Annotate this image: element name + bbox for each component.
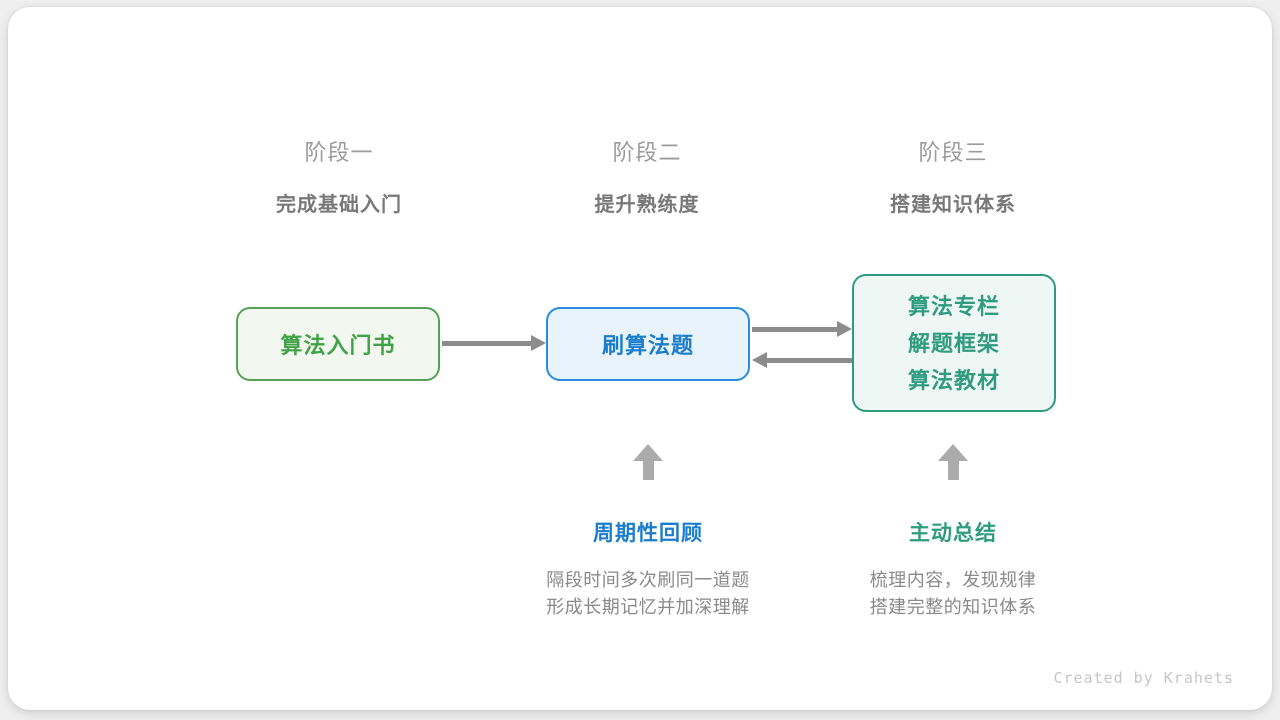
stage-2-subtitle: 提升熟练度 [594, 194, 700, 216]
annotation-summary-line-2: 搭建完整的知识体系 [869, 597, 1037, 617]
node-resource-line-3: 算法教材 [907, 367, 1000, 393]
node-resource-line-1: 算法专栏 [907, 293, 1000, 319]
annotation-summary-line-1: 梳理内容，发现规律 [869, 570, 1037, 590]
arrow-right-head-icon [531, 335, 546, 351]
annotation-summary-title: 主动总结 [909, 522, 997, 545]
arrow-shaft [752, 326, 838, 332]
stage-2-label: 阶段二 [612, 140, 682, 165]
node-knowledge-resources: 算法专栏 解题框架 算法教材 [852, 274, 1056, 412]
node-resource-line-2: 解题框架 [907, 330, 1000, 356]
node-practice-problems: 刷算法题 [546, 307, 750, 381]
up-arrow-stem [642, 461, 654, 480]
arrow-left-head-icon [752, 352, 767, 368]
stage-3-header: 阶段三 搭建知识体系 [793, 135, 1113, 217]
node-practice-problems-label: 刷算法题 [601, 333, 694, 358]
arrow-shaft [442, 340, 532, 346]
stage-1-header: 阶段一 完成基础入门 [179, 135, 499, 217]
annotation-active-summary: 主动总结 梳理内容，发现规律 搭建完整的知识体系 [783, 517, 1123, 621]
arrow-node1-to-node2 [442, 335, 546, 351]
arrow-shaft [766, 357, 852, 363]
arrow-node3-to-node2 [752, 352, 852, 368]
annotation-review-description: 隔段时间多次刷同一道题 形成长期记忆并加深理解 [478, 567, 818, 621]
annotation-review-line-2: 形成长期记忆并加深理解 [546, 597, 750, 617]
up-arrow-head-icon [938, 444, 968, 461]
arrow-right-head-icon [837, 321, 852, 337]
annotation-periodic-review: 周期性回顾 隔段时间多次刷同一道题 形成长期记忆并加深理解 [478, 517, 818, 621]
arrow-node2-to-node3 [752, 321, 852, 337]
stage-3-label: 阶段三 [918, 140, 988, 165]
up-arrow-summarize-icon [938, 444, 968, 480]
stage-1-subtitle: 完成基础入门 [276, 194, 402, 216]
annotation-review-title: 周期性回顾 [593, 522, 703, 545]
up-arrow-review-icon [633, 444, 663, 480]
up-arrow-stem [947, 461, 959, 480]
stage-1-label: 阶段一 [304, 140, 374, 165]
annotation-review-line-1: 隔段时间多次刷同一道题 [546, 570, 750, 590]
node-intro-book-label: 算法入门书 [280, 333, 396, 358]
annotation-summary-description: 梳理内容，发现规律 搭建完整的知识体系 [783, 567, 1123, 621]
stage-3-subtitle: 搭建知识体系 [890, 194, 1016, 216]
node-intro-book: 算法入门书 [236, 307, 440, 381]
up-arrow-head-icon [633, 444, 663, 461]
stage-2-header: 阶段二 提升熟练度 [487, 135, 807, 217]
credit-text: Created by Krahets [1053, 669, 1234, 687]
diagram-card: 阶段一 完成基础入门 阶段二 提升熟练度 阶段三 搭建知识体系 算法入门书 刷算… [8, 7, 1272, 710]
